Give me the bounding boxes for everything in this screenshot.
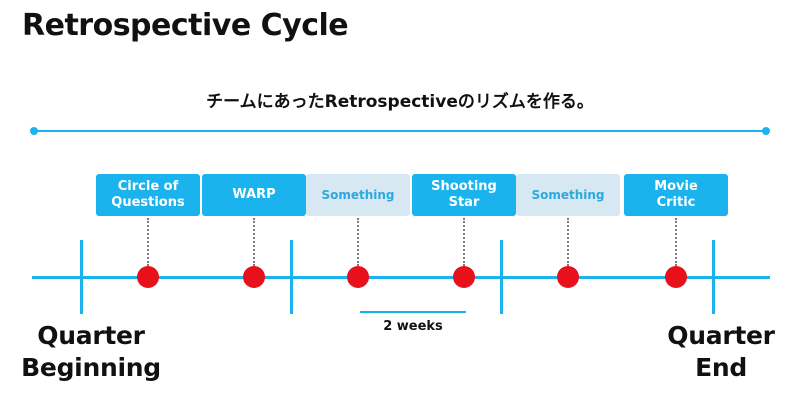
connector-shooting-star <box>463 218 465 266</box>
card-label-warp: WARP <box>232 187 275 203</box>
connector-something-1 <box>357 218 359 266</box>
page-title: Retrospective Cycle <box>22 8 349 43</box>
card-label-something-1: Something <box>321 187 394 203</box>
marker-something-2 <box>557 266 579 288</box>
two-week-span-label: 2 weeks <box>383 319 443 334</box>
marker-warp <box>243 266 265 288</box>
top-divider-line <box>34 130 766 132</box>
quarter-end-label: Quarter End <box>660 320 782 384</box>
subtitle: チームにあったRetrospectiveのリズムを作る。 <box>206 92 594 112</box>
timeline-tick-quarter-start <box>80 240 83 314</box>
card-something-1: Something <box>306 174 410 216</box>
timeline-axis <box>32 276 770 279</box>
connector-circle-of-questions <box>147 218 149 266</box>
card-label-something-2: Something <box>531 187 604 203</box>
connector-movie-critic <box>675 218 677 266</box>
connector-warp <box>253 218 255 266</box>
quarter-beginning-label: Quarter Beginning <box>16 320 166 384</box>
quarter-beginning-line-1: Quarter <box>37 321 145 350</box>
two-week-span-line <box>360 311 466 313</box>
card-label-line: Shooting <box>431 179 497 194</box>
marker-shooting-star <box>453 266 475 288</box>
top-divider-right-dot <box>762 127 770 135</box>
card-label-line: Critic <box>656 195 696 210</box>
quarter-end-line-2: End <box>695 353 747 382</box>
marker-circle-of-questions <box>137 266 159 288</box>
card-label-line: WARP <box>232 187 276 202</box>
card-label-line: Star <box>448 195 480 210</box>
card-label-line: Movie <box>654 179 698 194</box>
quarter-beginning-line-2: Beginning <box>21 353 161 382</box>
timeline-tick-quarter-end <box>712 240 715 314</box>
timeline-tick-month-1 <box>290 240 293 314</box>
marker-something-1 <box>347 266 369 288</box>
card-label-line: Questions <box>111 195 185 210</box>
timeline-tick-month-2 <box>500 240 503 314</box>
top-divider-left-dot <box>30 127 38 135</box>
card-label-line: Circle of <box>117 179 179 194</box>
card-something-2: Something <box>516 174 620 216</box>
card-label-line: Something <box>531 188 605 202</box>
connector-something-2 <box>567 218 569 266</box>
quarter-end-line-1: Quarter <box>667 321 775 350</box>
card-warp: WARP <box>202 174 306 216</box>
marker-movie-critic <box>665 266 687 288</box>
card-label-line: Something <box>321 188 395 202</box>
